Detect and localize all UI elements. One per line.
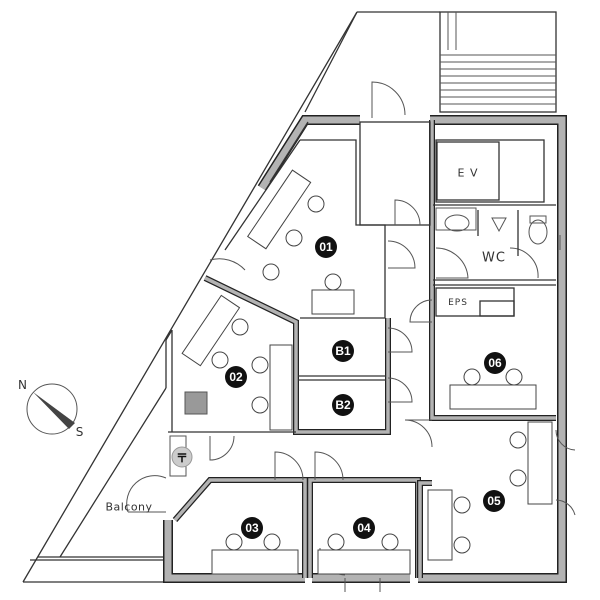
svg-text:〒: 〒: [176, 451, 188, 465]
room-03[interactable]: 03: [241, 517, 263, 539]
room-label: 02: [229, 370, 243, 384]
toilet-icon: [528, 219, 548, 245]
room-06[interactable]: 06: [484, 352, 506, 374]
room-label: 06: [488, 356, 502, 370]
north-label: N: [18, 378, 28, 392]
balcony-area: [22, 11, 440, 583]
wc-fixtures: [435, 207, 548, 256]
sink-icon: [444, 214, 470, 232]
room-04[interactable]: 04: [353, 517, 375, 539]
room-05[interactable]: 05: [483, 490, 505, 512]
furniture: [181, 169, 553, 575]
room-label: 01: [319, 240, 333, 254]
walls: [163, 115, 567, 583]
wc-label: WC: [482, 251, 506, 266]
compass-icon: N S: [18, 378, 85, 439]
south-label: S: [76, 425, 85, 439]
room-label: 03: [245, 521, 259, 535]
urinal-icon: [491, 217, 507, 233]
room-label: B2: [335, 398, 351, 412]
mailbox-icon: 〒: [169, 435, 193, 477]
room-b2[interactable]: B2: [332, 394, 354, 416]
stairs: [439, 11, 557, 113]
room-02[interactable]: 02: [225, 366, 247, 388]
elevator-label: E V: [458, 167, 479, 180]
room-b1[interactable]: B1: [332, 340, 354, 362]
cabinet: [184, 391, 208, 415]
room-label: B1: [335, 344, 351, 358]
balcony-label: Balcony: [105, 501, 152, 514]
room-01[interactable]: 01: [315, 236, 337, 258]
room-label: 04: [357, 521, 371, 535]
eps-label: EPS: [448, 298, 468, 308]
room-label: 05: [487, 494, 501, 508]
